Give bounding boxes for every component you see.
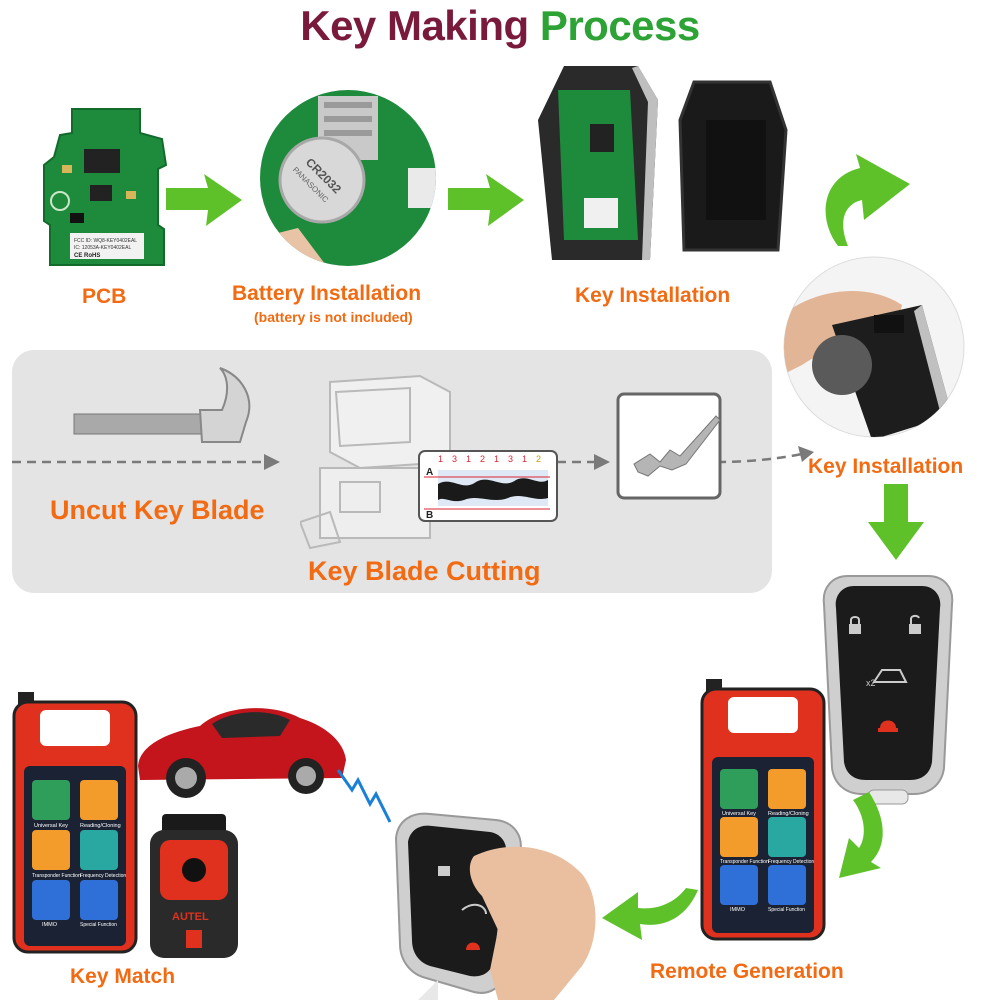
label-key-blade-cutting: Key Blade Cutting bbox=[308, 556, 541, 586]
app-label: Special Function bbox=[768, 907, 805, 913]
arrow-right-icon bbox=[448, 174, 524, 226]
page-title: Key Making Process bbox=[0, 2, 1000, 50]
pcb-image: FCC ID: WQ8-KEY0402EAL IC: 12053A-KEY040… bbox=[43, 108, 168, 266]
app-label: Frequency Detection bbox=[80, 873, 126, 879]
dongle-brand-text: AUTEL bbox=[172, 911, 209, 923]
app-label: Reading/Cloning bbox=[768, 811, 809, 817]
app-label: IMMO bbox=[42, 922, 58, 928]
title-part2: Process bbox=[539, 2, 700, 49]
depth-num-6: 3 bbox=[508, 454, 513, 464]
pcb-ic-text: IC: 12053A-KEY0402EAL bbox=[74, 245, 131, 251]
label-battery-note: (battery is not included) bbox=[254, 309, 413, 325]
key-programmer-device-left: Universal Key Reading/Cloning Transponde… bbox=[12, 692, 138, 954]
row-a-label: A bbox=[426, 467, 433, 478]
remote-panic-icon bbox=[878, 720, 898, 732]
arrow-down-icon bbox=[868, 484, 924, 560]
uncut-key-blade-image bbox=[73, 367, 251, 443]
obd-dongle-image: AUTEL bbox=[150, 814, 238, 958]
arrow-curve-icon bbox=[825, 154, 910, 246]
label-battery-installation: Battery Installation bbox=[232, 282, 422, 305]
app-label: Special Function bbox=[80, 922, 117, 928]
cut-key-blade-image bbox=[616, 392, 722, 500]
process-dashed-line bbox=[12, 446, 814, 470]
hand-remote-image bbox=[394, 812, 596, 1000]
battery-install-image: CR2032 PANASONIC bbox=[260, 90, 436, 266]
depth-num-2: 3 bbox=[452, 454, 457, 464]
remote-lock-icon bbox=[849, 616, 861, 634]
key-programmer-device-right: Universal Key Reading/Cloning Transponde… bbox=[700, 679, 826, 941]
app-label: Reading/Cloning bbox=[80, 823, 121, 829]
arrow-curve-icon bbox=[602, 888, 698, 940]
app-label: Frequency Detection bbox=[768, 859, 814, 865]
label-key-installation-1: Key Installation bbox=[575, 284, 731, 307]
app-label: Transponder Function bbox=[720, 859, 769, 865]
depth-num-7: 1 bbox=[522, 454, 527, 464]
depth-num-3: 1 bbox=[466, 454, 471, 464]
label-uncut-key-blade: Uncut Key Blade bbox=[50, 495, 265, 525]
app-label: Transponder Function bbox=[32, 873, 81, 879]
cutting-depth-chart: 1 3 1 2 1 3 1 2 A B bbox=[418, 450, 558, 522]
label-remote-generation: Remote Generation bbox=[650, 960, 844, 983]
depth-num-8: 2 bbox=[536, 454, 541, 464]
app-label: Universal Key bbox=[722, 811, 756, 817]
remote-trunk-text: x2 bbox=[866, 678, 876, 688]
app-label: IMMO bbox=[730, 907, 746, 913]
key-install-hand-image bbox=[783, 256, 965, 438]
remote-unlock-icon bbox=[909, 614, 921, 634]
label-pcb: PCB bbox=[82, 285, 127, 308]
signal-zigzag-icon bbox=[336, 769, 392, 823]
arrow-curve-icon bbox=[839, 792, 883, 878]
label-key-installation-2: Key Installation bbox=[808, 455, 964, 478]
label-key-match: Key Match bbox=[70, 965, 176, 988]
pcb-fcc-text: FCC ID: WQ8-KEY0402EAL bbox=[74, 238, 137, 244]
depth-num-4: 2 bbox=[480, 454, 485, 464]
key-cutting-machine-image bbox=[300, 374, 451, 550]
smart-remote-image: x2 bbox=[822, 575, 954, 805]
row-b-label: B bbox=[426, 510, 433, 521]
pcb-marks-text: CE RoHS bbox=[74, 253, 100, 259]
depth-num-1: 1 bbox=[438, 454, 443, 464]
remote-trunk-icon: x2 bbox=[866, 669, 908, 688]
title-part1: Key Making bbox=[300, 2, 529, 49]
key-housing-image bbox=[538, 66, 788, 260]
arrow-right-icon bbox=[166, 174, 242, 226]
depth-num-5: 1 bbox=[494, 454, 499, 464]
car-image bbox=[138, 708, 346, 798]
app-label: Universal Key bbox=[34, 823, 68, 829]
